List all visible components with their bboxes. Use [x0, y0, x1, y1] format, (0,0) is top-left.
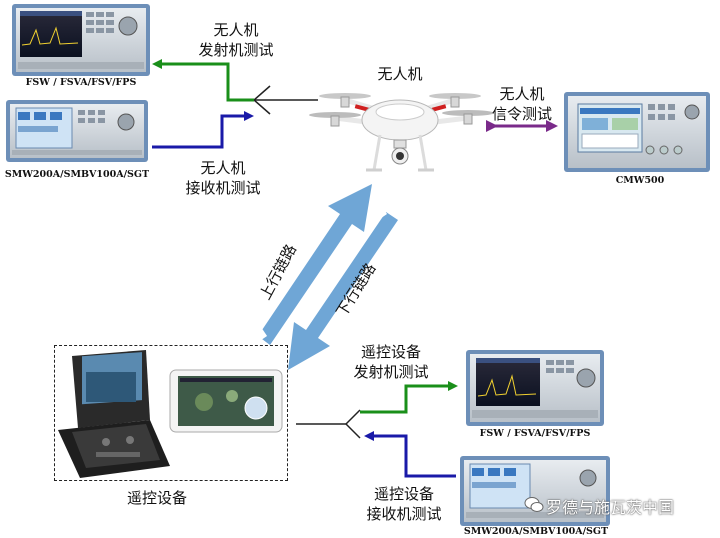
remote-controller-image	[58, 350, 283, 478]
generator-top-label: SMW200A/SMBV100A/SGT	[4, 169, 150, 180]
analyzer-top-label: FSW / FSVA/FSV/FPS	[25, 77, 137, 88]
remote-device-label: 遥控设备	[126, 489, 187, 507]
generator-top-instrument	[6, 100, 148, 162]
drone-label: 无人机	[377, 65, 423, 83]
watermark-text: 罗德与施瓦茨中国	[546, 498, 675, 517]
remote-antenna	[296, 409, 361, 439]
cmw500-label: CMW500	[615, 175, 665, 186]
drone-antenna	[253, 85, 318, 115]
remote-device-frame	[54, 345, 288, 481]
remote-tx-test-line1: 遥控设备	[360, 343, 421, 361]
analyzer-top-instrument	[12, 4, 150, 76]
remote-tx-test-label: 遥控设备 发射机测试	[346, 342, 436, 382]
generator-bottom-label: SMW200A/SMBV100A/SGT	[463, 526, 609, 537]
drone-signaling-test-label: 无人机 信令测试	[480, 84, 564, 124]
generator-bottom-instrument	[460, 456, 610, 526]
drone-signaling-line1: 无人机	[499, 85, 545, 103]
drone-tx-test-label: 无人机 发射机测试	[196, 20, 276, 60]
wechat-icon	[524, 497, 544, 512]
drone-tx-test-line2: 发射机测试	[198, 41, 274, 59]
remote-rx-test-label: 遥控设备 接收机测试	[356, 484, 452, 524]
remote-rx-test-line1: 遥控设备	[373, 485, 434, 503]
downlink-arrow	[288, 202, 398, 370]
remote-tx-arrow	[360, 381, 458, 414]
uplink-arrow	[250, 184, 372, 345]
drone-rx-test-line1: 无人机	[200, 159, 246, 177]
analyzer-bottom-label: FSW / FSVA/FSV/FPS	[479, 428, 591, 439]
drone-rx-arrow	[152, 111, 254, 149]
drone-tx-arrow	[152, 59, 254, 102]
cmw500-instrument	[564, 92, 710, 172]
drone-rx-test-label: 无人机 接收机测试	[178, 158, 268, 198]
drone-rx-test-line2: 接收机测试	[185, 179, 261, 197]
drone-tx-test-line1: 无人机	[213, 21, 259, 39]
remote-rx-test-line2: 接收机测试	[366, 505, 442, 523]
drone-image	[309, 93, 494, 172]
analyzer-bottom-instrument	[466, 350, 604, 426]
remote-rx-arrow	[364, 431, 456, 478]
drone-signaling-line2: 信令测试	[491, 105, 552, 123]
remote-tx-test-line2: 发射机测试	[353, 363, 429, 381]
